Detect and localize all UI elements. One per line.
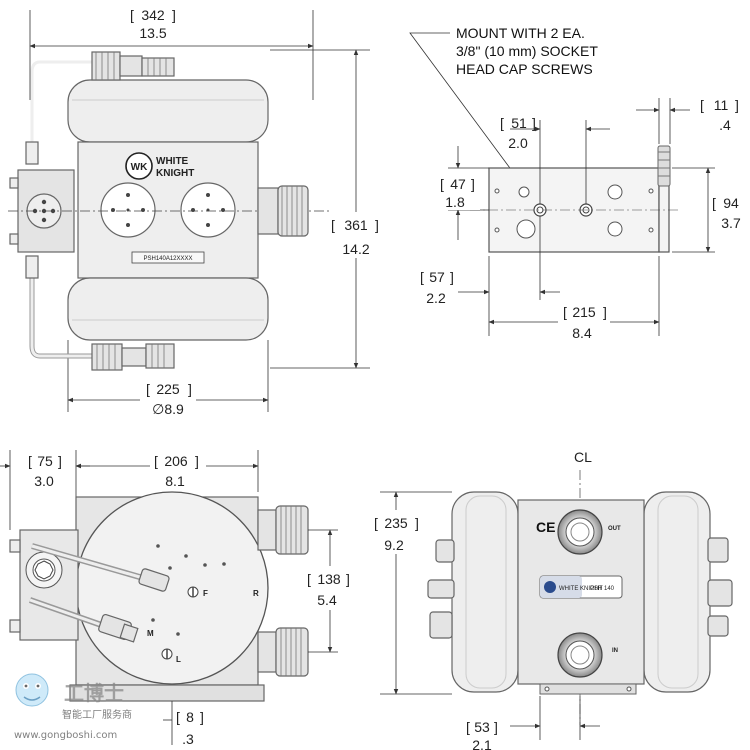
bottom-right-view: CL CE OUT WHITE KNIGHT PSH 140 IN — [370, 449, 733, 750]
svg-text:[: [ — [28, 453, 32, 469]
bottom-cap — [67, 277, 269, 341]
dim-plate-height-in: 3.7 — [721, 215, 741, 231]
svg-text:[: [ — [146, 381, 150, 397]
dim-spacing-in: 2.0 — [508, 135, 528, 151]
dim-offset-mm: 57 — [429, 269, 445, 285]
dim-height-in: 14.2 — [342, 241, 369, 257]
badge-text: PSH 140 — [590, 586, 615, 592]
watermark-line2: 智能工厂服务商 — [62, 708, 132, 721]
mount-note-line3: HEAD CAP SCREWS — [456, 61, 593, 77]
svg-text:]: ] — [450, 269, 454, 285]
mount-note-line1: MOUNT WITH 2 EA. — [456, 25, 585, 41]
dim-depth-in: 3.0 — [34, 473, 54, 489]
svg-text:[: [ — [176, 709, 180, 725]
dim-front-height-in: 9.2 — [384, 537, 404, 553]
top-left-view: [ 342 ] 13.5 [ 361 ] 14.2 [ 225 ] ∅8.9 — [8, 2, 384, 418]
port-label-m: M — [147, 629, 154, 638]
svg-text:]: ] — [735, 97, 739, 113]
dim-thickness-mm: 11 — [714, 97, 729, 113]
dim-body-width-mm: 206 — [164, 453, 188, 469]
top-right-view: MOUNT WITH 2 EA. 3/8" (10 mm) SOCKET HEA… — [409, 25, 750, 342]
ce-mark: CE — [536, 519, 555, 535]
svg-text:]: ] — [532, 115, 536, 131]
centerline-symbol: CL — [574, 449, 592, 465]
dim-hole-height-in: 1.8 — [445, 194, 465, 210]
out-label: OUT — [608, 526, 621, 532]
svg-text:]: ] — [471, 176, 475, 192]
side-cap-right — [643, 491, 711, 693]
svg-text:[: [ — [440, 176, 444, 192]
brand-line1: WHITE — [156, 156, 189, 167]
dim-port-spacing-mm: 138 — [317, 571, 341, 587]
dim-front-height-mm: 235 — [384, 515, 408, 531]
watermark: 工博士 智能工厂服务商 www.gongboshi.com — [14, 673, 132, 741]
part-label: PSH140A12XXXX — [143, 256, 192, 262]
dim-body-width-in: 8.1 — [165, 473, 185, 489]
dim-plate-height-mm: 94 — [723, 195, 739, 211]
bracket-left: [ — [130, 7, 134, 23]
svg-text:[: [ — [563, 304, 567, 320]
svg-text:[: [ — [700, 97, 704, 113]
dim-height-mm: 361 — [344, 217, 368, 233]
svg-text:[: [ — [466, 719, 470, 735]
dim-thickness-in: .4 — [719, 117, 731, 133]
svg-text:]: ] — [415, 515, 419, 531]
dim-base-mm: 8 — [186, 709, 194, 725]
brand-line2: KNIGHT — [156, 168, 194, 179]
svg-text:]: ] — [375, 217, 379, 233]
svg-text:]: ] — [494, 719, 498, 735]
in-label: IN — [612, 648, 618, 654]
svg-text:[: [ — [307, 571, 311, 587]
dim-spacing-mm: 51 — [511, 115, 527, 131]
right-fitting — [277, 185, 309, 237]
dim-width-in: 13.5 — [139, 25, 166, 41]
svg-text:]: ] — [195, 453, 199, 469]
badge-brand: WHITE KNIGHT — [559, 586, 603, 592]
side-cap-left — [451, 491, 519, 693]
svg-text:[: [ — [331, 217, 335, 233]
dim-front-offset-in: 2.1 — [472, 737, 492, 750]
watermark-url: www.gongboshi.com — [14, 730, 117, 741]
dim-depth-mm: 75 — [37, 453, 53, 469]
svg-text:[: [ — [154, 453, 158, 469]
logo-letters: WK — [131, 162, 148, 173]
dim-plate-width-in: 8.4 — [572, 325, 592, 341]
svg-text:]: ] — [346, 571, 350, 587]
dim-diameter-in: ∅8.9 — [152, 401, 184, 417]
dim-front-offset-mm: 53 — [474, 719, 490, 735]
dim-diameter-mm: 225 — [156, 381, 180, 397]
white-knight-logo — [125, 152, 153, 180]
dim-offset-in: 2.2 — [426, 290, 446, 306]
port-label-l: L — [176, 655, 181, 664]
dim-port-spacing-in: 5.4 — [317, 592, 337, 608]
top-cap — [67, 79, 269, 143]
dim-base-in: .3 — [182, 731, 194, 747]
watermark-line1: 工博士 — [64, 681, 124, 705]
bottom-left-view: [ 75 ] 3.0 [ 206 ] 8.1 F R M L — [0, 446, 358, 747]
svg-text:]: ] — [603, 304, 607, 320]
svg-text:[: [ — [712, 195, 716, 211]
port-label-f: F — [203, 589, 208, 598]
dim-hole-height-mm: 47 — [450, 176, 466, 192]
svg-text:]: ] — [188, 381, 192, 397]
svg-text:]: ] — [58, 453, 62, 469]
port-label-r: R — [253, 589, 259, 598]
svg-text:[: [ — [500, 115, 504, 131]
dim-width-mm: 342 — [141, 7, 165, 23]
svg-text:]: ] — [200, 709, 204, 725]
mount-note-line2: 3/8" (10 mm) SOCKET — [456, 43, 598, 59]
svg-text:[: [ — [374, 515, 378, 531]
svg-text:[: [ — [420, 269, 424, 285]
bracket-right: ] — [172, 7, 176, 23]
dim-plate-width-mm: 215 — [572, 304, 596, 320]
